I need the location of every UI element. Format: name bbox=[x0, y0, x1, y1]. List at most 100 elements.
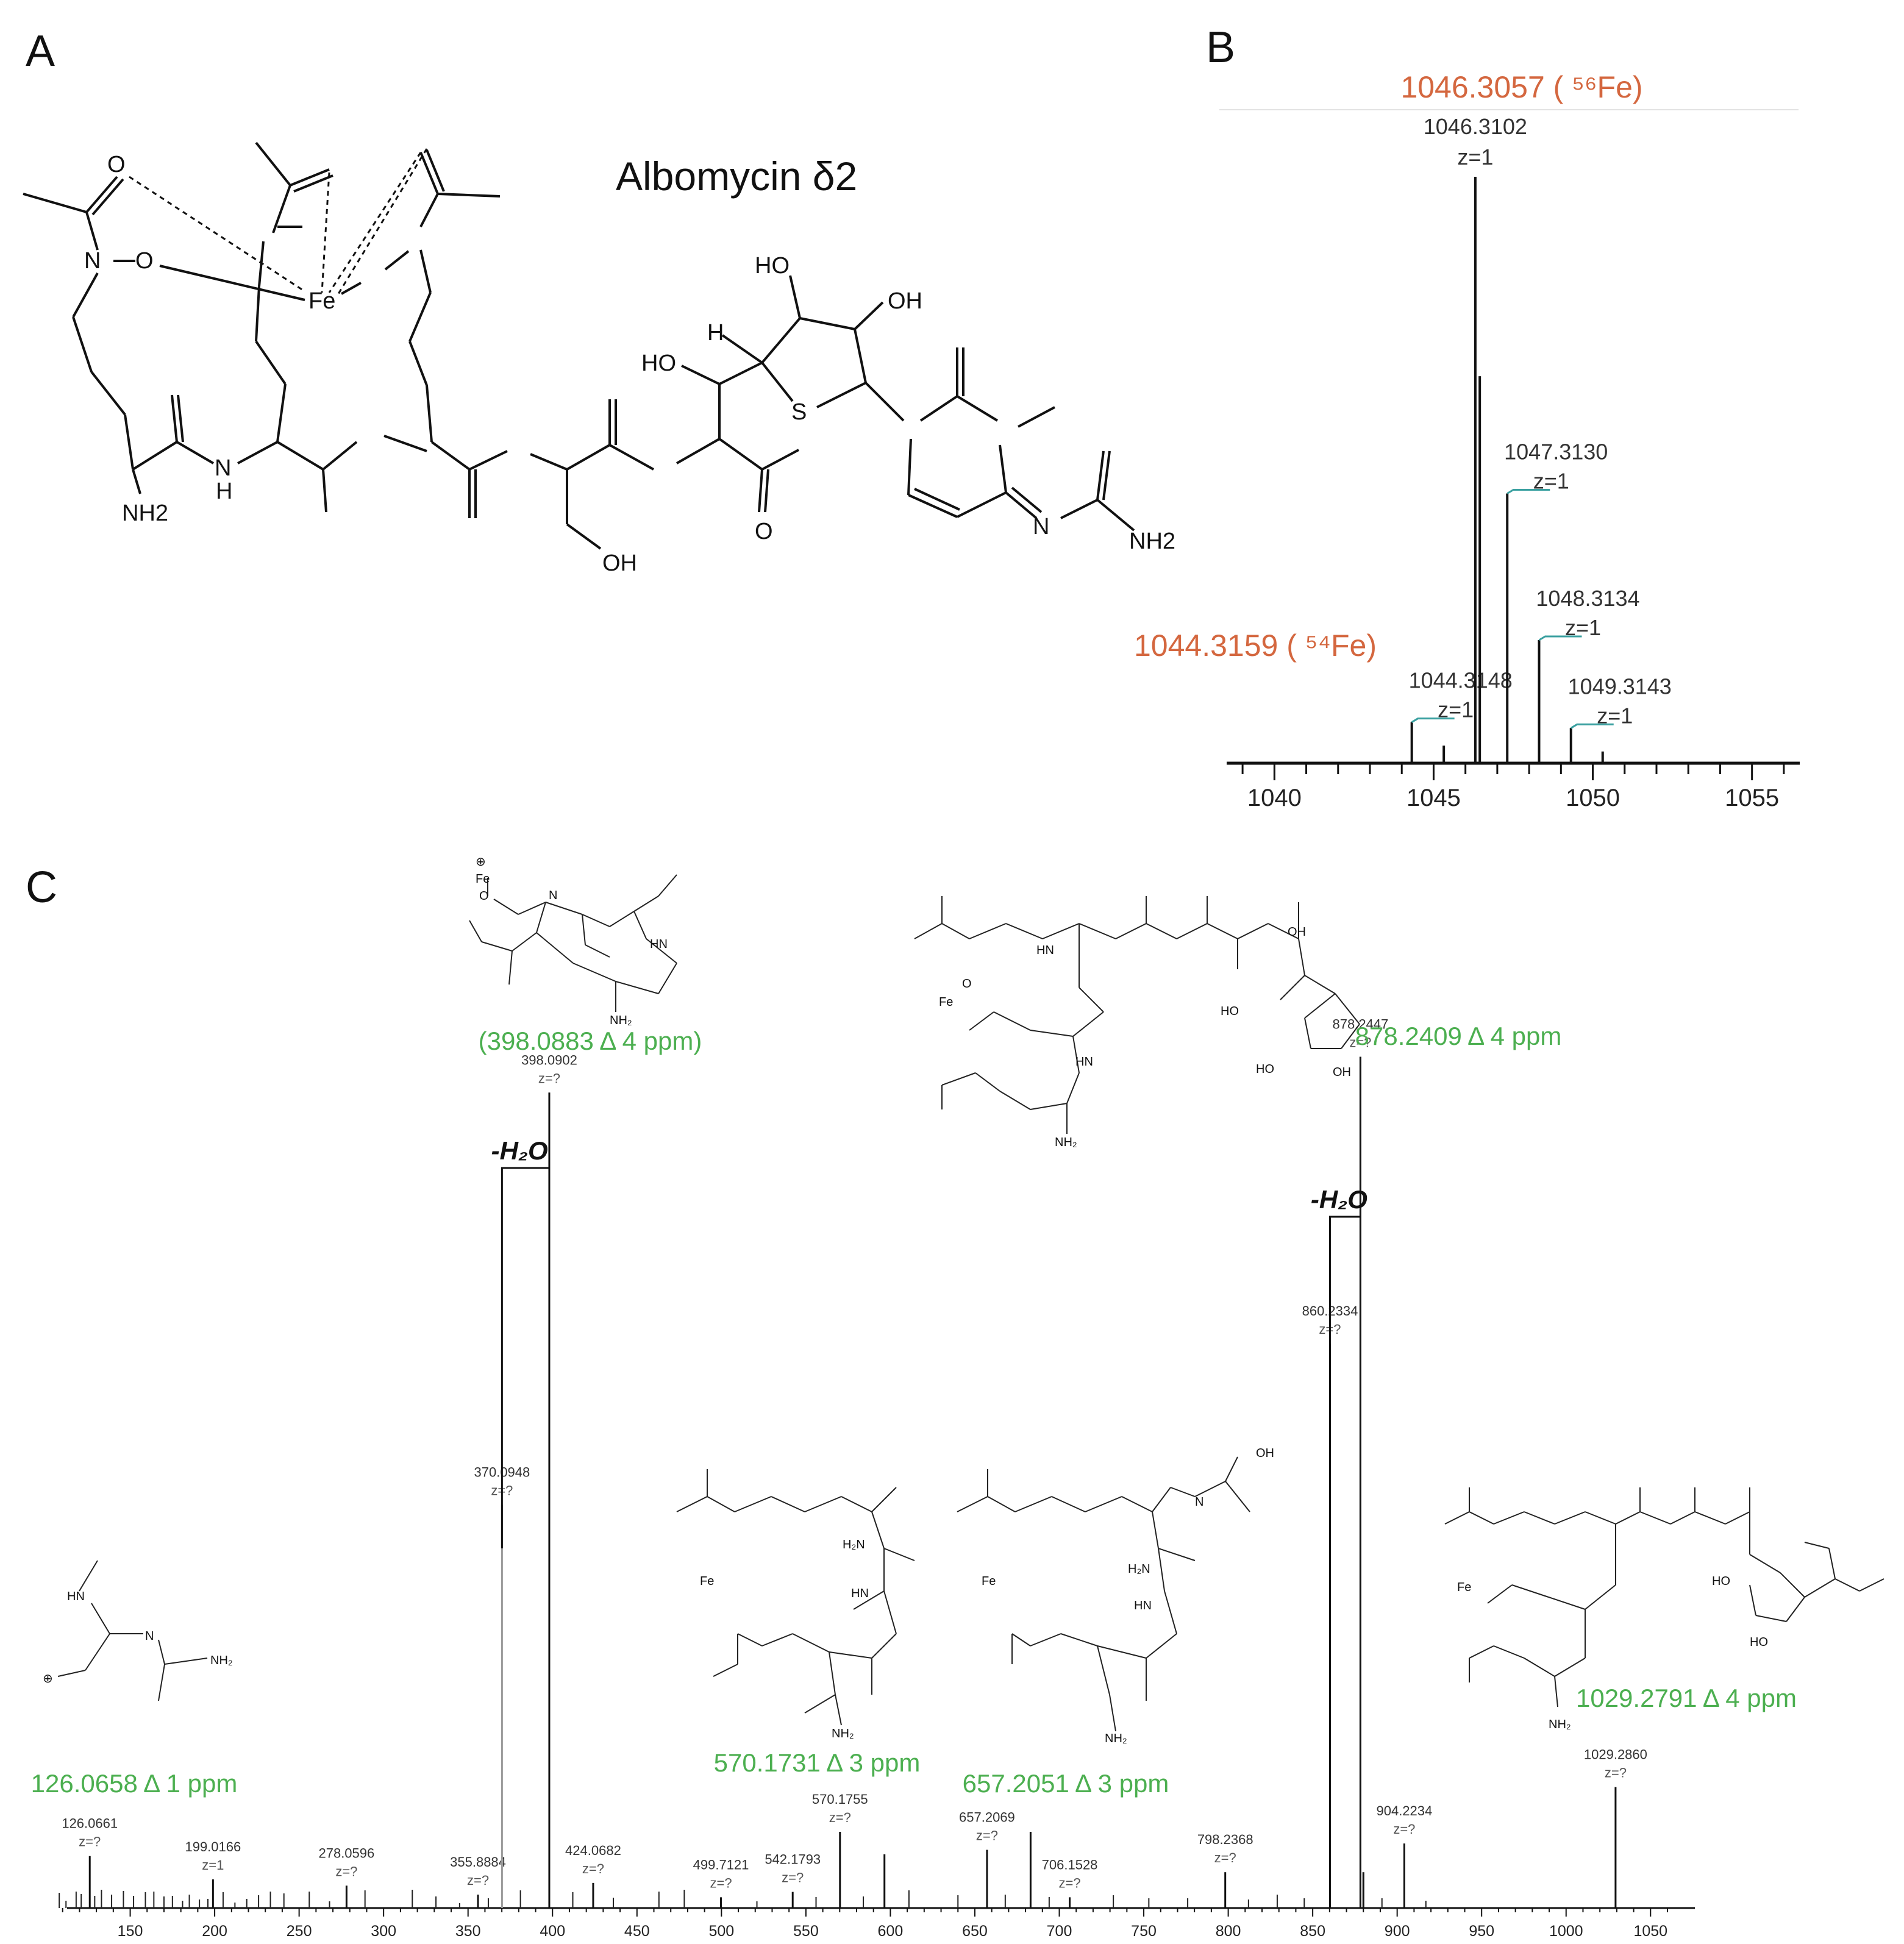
svg-text:HN: HN bbox=[67, 1590, 85, 1603]
svg-text:H₂N: H₂N bbox=[1128, 1562, 1150, 1576]
peak-mz-label: 398.0902 bbox=[521, 1052, 577, 1067]
svg-text:NH₂: NH₂ bbox=[1549, 1718, 1571, 1731]
peak-mz-label: 542.1793 bbox=[765, 1852, 821, 1867]
peak-charge-label: z=? bbox=[582, 1861, 604, 1876]
svg-text:N: N bbox=[145, 1629, 154, 1643]
svg-text:NH₂: NH₂ bbox=[1055, 1136, 1077, 1149]
svg-text:O: O bbox=[479, 889, 489, 903]
x-tick-label: 1000 bbox=[1549, 1923, 1583, 1940]
svg-text:NH₂: NH₂ bbox=[832, 1727, 854, 1740]
water-loss-bracket bbox=[1328, 1216, 1361, 1750]
svg-text:Fe: Fe bbox=[476, 872, 490, 886]
svg-text:NH₂: NH₂ bbox=[1105, 1732, 1127, 1745]
atom-label: Fe bbox=[308, 288, 335, 314]
peak-mz-label: 878.2447 bbox=[1333, 1017, 1389, 1032]
atom-label: O bbox=[755, 519, 773, 544]
fragment-annotation: 570.1731 Δ 3 ppm bbox=[714, 1748, 921, 1777]
atom-label: OH bbox=[602, 550, 637, 576]
fragment-structure-878: Fe O HN HN NH₂ HO HO OH OH bbox=[914, 896, 1360, 1149]
svg-text:Fe: Fe bbox=[700, 1575, 714, 1588]
peak-charge-label: z=? bbox=[79, 1834, 101, 1850]
peak-charge-label: z=? bbox=[335, 1864, 357, 1879]
x-tick-label: 550 bbox=[793, 1923, 819, 1940]
peak-charge-label: z=? bbox=[1393, 1821, 1415, 1837]
water-loss-bracket bbox=[501, 1167, 549, 1548]
x-tick-label: 200 bbox=[202, 1923, 227, 1940]
peak-charge-label: z=? bbox=[1605, 1765, 1627, 1781]
peak-charge-label: z=? bbox=[710, 1875, 732, 1890]
x-tick-label: 150 bbox=[118, 1923, 143, 1940]
svg-text:OH: OH bbox=[1256, 1447, 1274, 1460]
x-tick-label: 1050 bbox=[1566, 785, 1620, 811]
x-tick-label: 700 bbox=[1047, 1923, 1072, 1940]
x-tick-label: 800 bbox=[1216, 1923, 1241, 1940]
peak-label-leader bbox=[1506, 488, 1550, 494]
peak-mz-label: 199.0166 bbox=[185, 1839, 241, 1854]
fragment-annotation: 1029.2791 Δ 4 ppm bbox=[1576, 1684, 1797, 1712]
svg-text:Fe: Fe bbox=[1457, 1581, 1471, 1594]
fragment-annotation: 878.2409 Δ 4 ppm bbox=[1355, 1022, 1562, 1050]
peak-charge-label: z=? bbox=[829, 1810, 851, 1825]
atom-label: HO bbox=[641, 351, 676, 376]
svg-text:OH: OH bbox=[1288, 925, 1306, 939]
atom-label: H bbox=[707, 320, 724, 346]
peak-label-leader bbox=[1411, 717, 1455, 723]
atom-label: NH2 bbox=[122, 500, 168, 526]
panel-b-letter: B bbox=[1206, 23, 1235, 72]
peak-mz-label: 657.2069 bbox=[959, 1809, 1015, 1825]
peak-charge-label: z=? bbox=[782, 1870, 804, 1885]
atom-label: N bbox=[215, 455, 231, 481]
isotope-annotation: 1044.3159 ( ⁵⁴Fe) bbox=[1134, 628, 1377, 663]
svg-text:N: N bbox=[549, 889, 557, 902]
svg-text:Fe: Fe bbox=[982, 1575, 996, 1588]
fragment-annotation: 657.2051 Δ 3 ppm bbox=[963, 1769, 1169, 1798]
svg-text:NH₂: NH₂ bbox=[610, 1014, 632, 1027]
fragment-structure-398: ⊕ Fe O N HN NH₂ bbox=[469, 855, 677, 1027]
atom-label: NH2 bbox=[1129, 529, 1175, 554]
atom-label: O bbox=[135, 248, 154, 274]
peak-charge-label: z=? bbox=[1349, 1035, 1371, 1050]
x-tick-label: 1055 bbox=[1725, 785, 1779, 811]
peak-mz-label: 424.0682 bbox=[565, 1843, 621, 1858]
fragment-structure-126: HN N NH₂ ⊕ bbox=[43, 1560, 233, 1701]
svg-text:⊕: ⊕ bbox=[43, 1672, 53, 1686]
svg-text:HN: HN bbox=[851, 1587, 869, 1600]
fragment-annotation: (398.0883 Δ 4 ppm) bbox=[479, 1027, 702, 1055]
isotope-annotation: 1046.3057 ( ⁵⁶Fe) bbox=[1400, 70, 1642, 104]
x-tick-label: 300 bbox=[371, 1923, 396, 1940]
svg-text:HO: HO bbox=[1256, 1063, 1274, 1076]
fragment-structure-570: Fe H₂N HN NH₂ bbox=[676, 1469, 915, 1740]
svg-text:HN: HN bbox=[650, 938, 668, 951]
svg-text:NH₂: NH₂ bbox=[210, 1654, 233, 1667]
x-tick-label: 850 bbox=[1300, 1923, 1325, 1940]
x-tick-label: 350 bbox=[455, 1923, 481, 1940]
x-tick-label: 900 bbox=[1385, 1923, 1410, 1940]
x-tick-label: 750 bbox=[1131, 1923, 1157, 1940]
x-tick-label: 250 bbox=[287, 1923, 312, 1940]
peak-charge-label: z=? bbox=[976, 1828, 998, 1843]
atom-label: S bbox=[791, 399, 807, 425]
peak-charge-label: z=1 bbox=[202, 1857, 224, 1873]
x-tick-label: 400 bbox=[540, 1923, 565, 1940]
structure-title: Albomycin δ2 bbox=[616, 154, 857, 199]
svg-text:HN: HN bbox=[1134, 1599, 1152, 1612]
x-tick-label: 600 bbox=[878, 1923, 904, 1940]
albomycin-structure-drawing bbox=[23, 141, 1135, 550]
peak-mz-label: 904.2234 bbox=[1376, 1803, 1432, 1818]
svg-text:HN: HN bbox=[1036, 944, 1054, 957]
atom-label: O bbox=[107, 152, 126, 177]
fragment-structure-1029: Fe NH₂ HO HO bbox=[1444, 1487, 1884, 1731]
peak-mz-label: 798.2368 bbox=[1197, 1832, 1253, 1847]
peak-mz-label: 570.1755 bbox=[812, 1792, 868, 1807]
peak-mz-label: 1044.3148 bbox=[1409, 668, 1513, 693]
svg-text:HO: HO bbox=[1712, 1575, 1730, 1588]
atom-label: N bbox=[1033, 514, 1049, 539]
atom-label: OH bbox=[888, 288, 922, 314]
x-tick-label: 1040 bbox=[1247, 785, 1302, 811]
atom-label: H bbox=[216, 479, 232, 504]
peak-mz-label: 126.0661 bbox=[62, 1816, 118, 1831]
peak-charge-label: z=? bbox=[467, 1873, 489, 1888]
